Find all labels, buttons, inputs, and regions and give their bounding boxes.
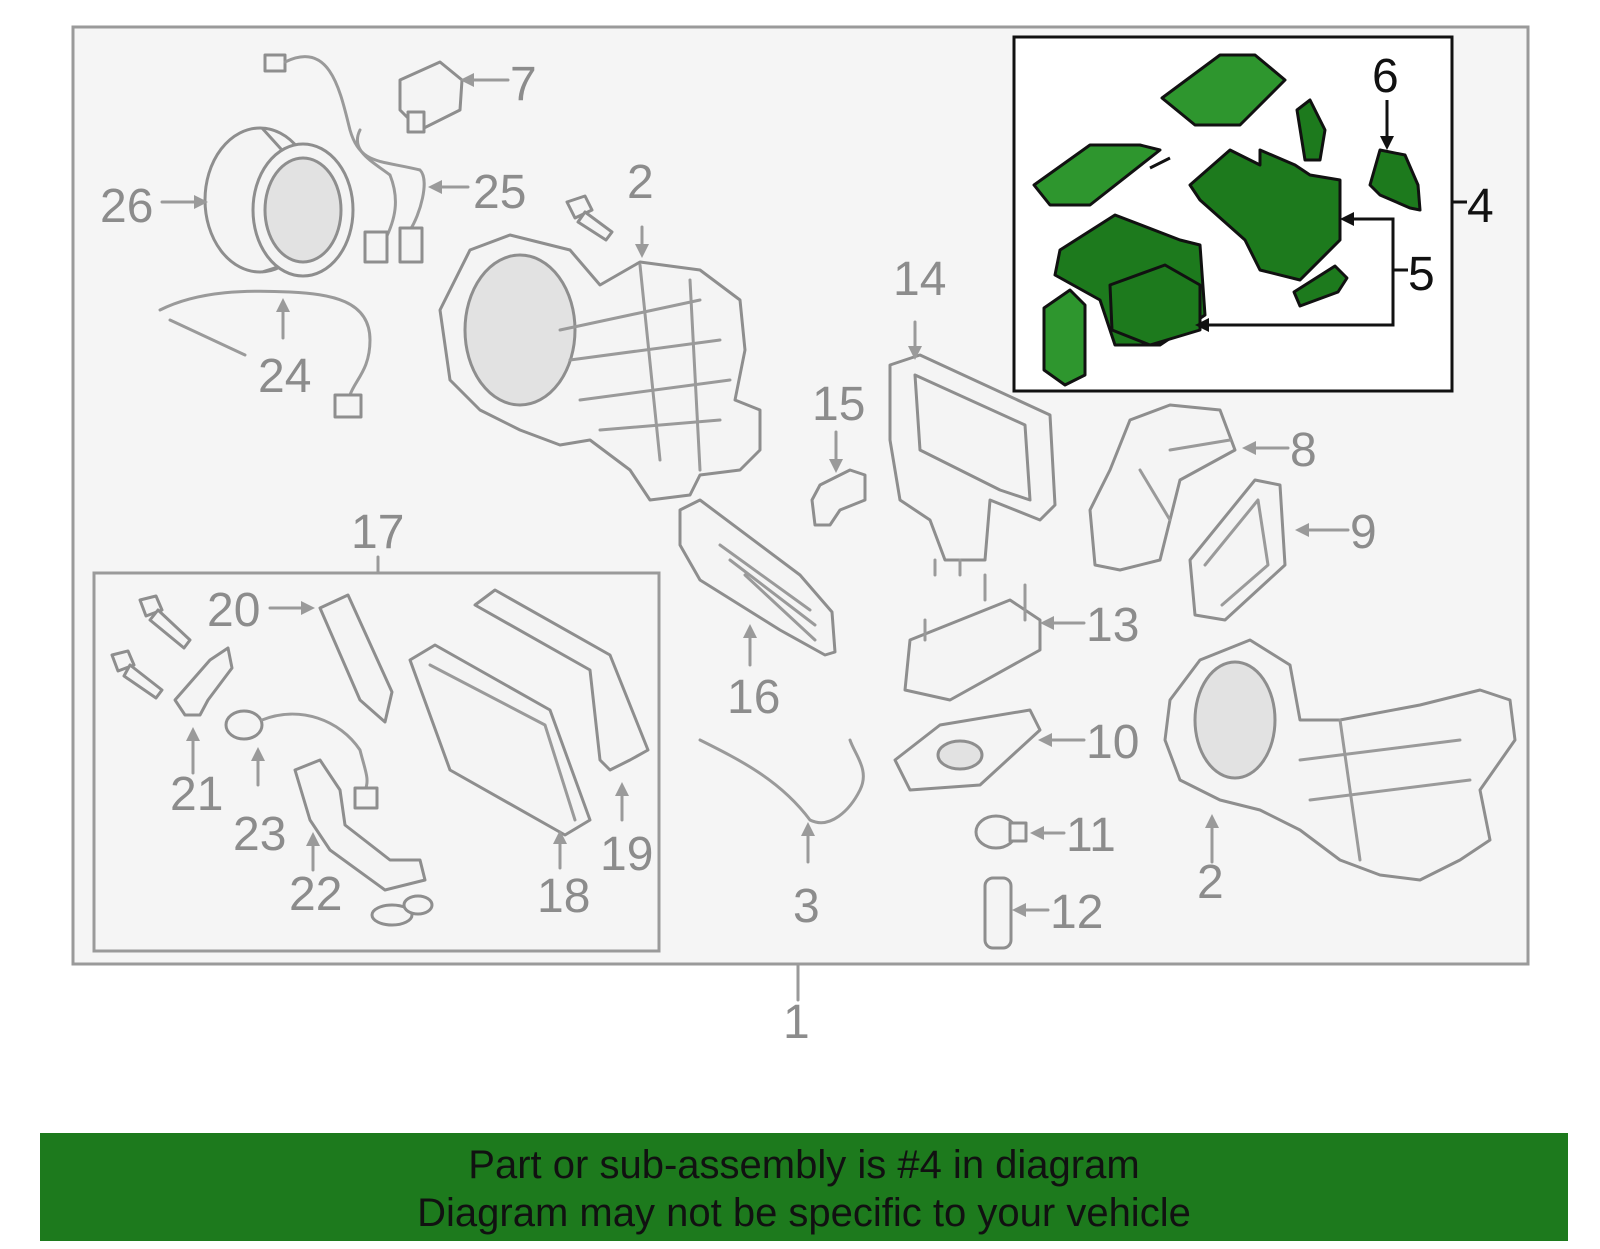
callout-labels: 1 2 2 3 4 5 6 7 8 9 10 11 12 13 14 15 16… [100, 50, 1494, 1049]
banner-line-1: Part or sub-assembly is #4 in diagram [468, 1143, 1140, 1187]
callout-2-lower: 2 [1197, 856, 1224, 909]
callout-7: 7 [510, 58, 537, 111]
callout-9: 9 [1350, 506, 1377, 559]
seal-part [1188, 478, 1287, 622]
parts-diagram: 1 2 2 3 4 5 6 7 8 9 10 11 12 13 14 15 16… [71, 25, 1530, 1049]
bolt-part [565, 194, 614, 242]
banner-line-2: Diagram may not be specific to your vehi… [417, 1191, 1191, 1235]
blower-motor-part [203, 126, 355, 278]
callout-26: 26 [100, 180, 153, 233]
actuator-part [974, 814, 1028, 850]
filter-part [318, 593, 394, 724]
callout-12: 12 [1050, 886, 1103, 939]
callout-20: 20 [207, 584, 260, 637]
callout-11: 11 [1066, 809, 1116, 862]
evaporator-part [888, 353, 1057, 577]
hose-part [173, 646, 234, 717]
heater-case-lower-part [1163, 638, 1517, 882]
clip-part [810, 468, 867, 527]
heater-core-part [408, 643, 592, 837]
resistor-part [398, 60, 464, 134]
callout-15: 15 [812, 378, 865, 431]
info-banner: Part or sub-assembly is #4 in diagram Di… [40, 1133, 1568, 1241]
callout-18: 18 [537, 870, 590, 923]
bolts-part [110, 594, 192, 700]
drain-tube-part [698, 738, 865, 825]
callout-6: 6 [1372, 50, 1399, 103]
callout-16: 16 [727, 671, 780, 724]
callout-19: 19 [600, 828, 653, 881]
highlight-leader-lines [1195, 100, 1467, 332]
door-part [678, 498, 837, 657]
bracket-part [903, 573, 1042, 702]
callout-22: 22 [289, 868, 342, 921]
callout-21: 21 [170, 768, 223, 821]
wiring-harness-part [263, 53, 426, 264]
sensor-part [224, 709, 379, 810]
core-seal-part [473, 588, 650, 772]
pipe-part [293, 758, 434, 927]
callout-13: 13 [1086, 599, 1139, 652]
callout-24: 24 [258, 350, 311, 403]
sleeve-part [983, 876, 1013, 950]
callout-10: 10 [1086, 716, 1139, 769]
highlighted-assembly-4 [1032, 53, 1422, 387]
callout-23: 23 [233, 808, 286, 861]
callout-3: 3 [793, 880, 820, 933]
callout-2-upper: 2 [627, 156, 654, 209]
plate-part [893, 708, 1042, 792]
callout-25: 25 [473, 166, 526, 219]
heater-case-upper-part [438, 233, 762, 502]
callout-17: 17 [351, 506, 404, 559]
callout-4: 4 [1467, 180, 1494, 233]
wire-part [158, 289, 372, 419]
leader-lines [160, 73, 1350, 1002]
callout-14: 14 [893, 253, 946, 306]
callout-8: 8 [1290, 424, 1317, 477]
callout-1: 1 [783, 996, 810, 1049]
duct-part [1088, 403, 1237, 572]
callout-5: 5 [1408, 248, 1435, 301]
